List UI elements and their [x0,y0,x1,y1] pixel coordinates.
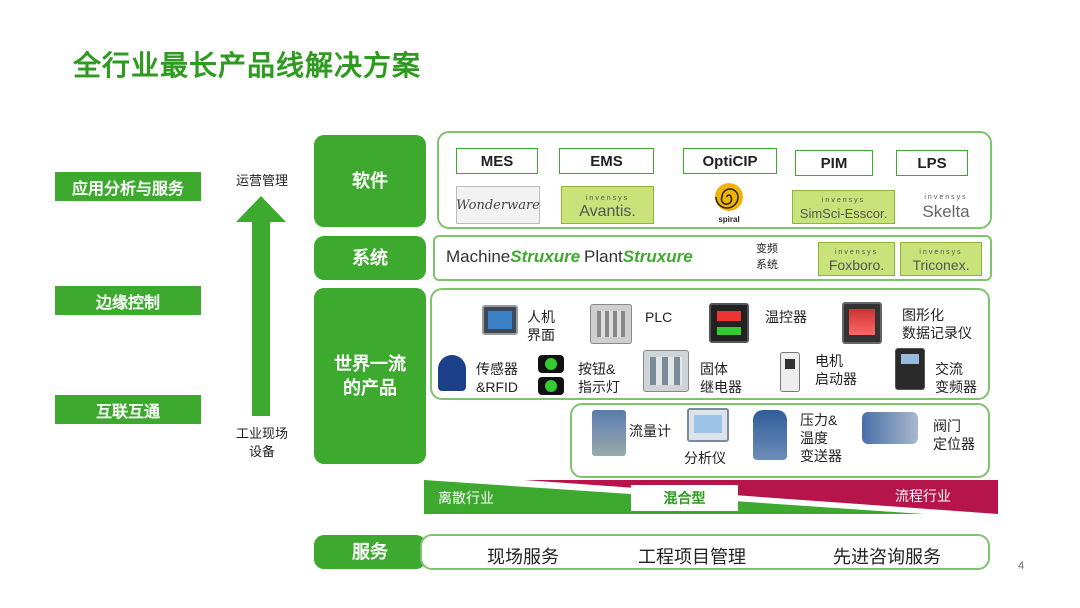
triconex-logo: invensys Triconex. [900,242,982,276]
service-consulting: 先进咨询服务 [833,547,941,567]
label-analyzer: 分析仪 [684,450,726,466]
page-number: 4 [1018,560,1025,572]
foxboro-name: Foxboro. [828,257,885,273]
pillar-edge-control: 边缘控制 [55,286,201,315]
sensor-device-icon [438,355,466,391]
vfd-system-label: 变频 系统 [756,243,778,271]
arrow-bottom-label: 工业现场 设备 [235,426,288,459]
hybrid-industry-label: 混合型 [631,485,738,511]
module-mes: MES [456,148,538,174]
plantstruxure-logo: PlantStruxure [584,247,693,267]
transmitter-icon [753,410,787,460]
page-title: 全行业最长产品线解决方案 [73,50,422,81]
arrow-top-label: 运营管理 [235,173,288,188]
invensys-prefix: invensys [919,249,963,256]
label-vfd: 交流 变频器 [935,361,977,395]
module-lps: LPS [896,150,968,176]
pillar-connectivity: 互联互通 [55,395,201,424]
temp-controller-icon [709,303,749,343]
up-arrow-icon [236,196,286,416]
simsci-name: SimSci-Esscor. [799,206,888,221]
wonderware-logo: Wonderware [456,186,540,224]
simsci-logo: invensys SimSci-Esscor. [792,190,895,224]
triconex-name: Triconex. [912,257,970,273]
label-flowmeter: 流量计 [629,423,671,439]
avantis-name: Avantis. [579,203,636,220]
hmi-device-icon [482,305,518,335]
label-valve-positioner: 阀门 定位器 [933,418,975,452]
avantis-logo: invensys Avantis. [561,186,654,224]
flowmeter-icon [592,410,626,456]
system-panel [433,235,992,281]
module-opticip: OptiCIP [683,148,777,174]
label-motor-starter: 电机 启动器 [815,353,857,387]
label-relay: 固体 继电器 [700,361,742,395]
label-pushbutton: 按钮& 指示灯 [578,361,620,395]
invensys-prefix: invensys [821,197,866,204]
label-data-recorder: 图形化 数据记录仪 [902,307,972,341]
data-recorder-icon [842,302,882,344]
pushbutton-device-icon [538,355,568,397]
module-ems: EMS [559,148,654,174]
skelta-name: Skelta [922,202,970,221]
service-field: 现场服务 [487,547,559,567]
foxboro-logo: invensys Foxboro. [818,242,895,276]
label-hmi: 人机 界面 [527,309,555,343]
plc-device-icon [590,304,632,344]
motor-starter-icon [780,352,800,392]
skelta-logo: invensys Skelta [913,186,979,224]
vfd-device-icon [895,348,925,390]
valve-positioner-icon [862,412,918,444]
category-software: 软件 [314,135,426,227]
label-plc: PLC [645,309,673,325]
invensys-prefix: invensys [924,194,968,201]
process-industry-label: 流程行业 [895,488,951,504]
label-sensor: 传感器 &RFID [476,361,518,395]
pillar-analytics: 应用分析与服务 [55,172,201,201]
label-temp-controller: 温控器 [765,309,807,325]
module-pim: PIM [795,150,873,176]
machine-word: Machine [446,247,511,266]
machinestruxure-logo: MachineStruxure [446,247,580,267]
service-panel [420,534,990,570]
struxure-word: Struxure [622,247,693,266]
spiral-logo: spiral [704,182,754,226]
plant-word: Plant [584,247,623,266]
spiral-name: spiral [718,215,740,224]
category-products: 世界一流 的产品 [314,288,426,464]
discrete-industry-label: 离散行业 [438,490,494,506]
spiral-icon [715,183,743,211]
analyzer-icon [687,408,729,442]
invensys-prefix: invensys [585,195,630,202]
category-service: 服务 [314,535,426,569]
struxure-word: Struxure [510,247,581,266]
category-system: 系统 [314,236,426,280]
label-transmitter: 压力& 温度 变送器 [800,412,842,464]
invensys-prefix: invensys [834,249,879,256]
relay-device-icon [643,350,689,392]
service-engineering: 工程项目管理 [638,547,746,567]
